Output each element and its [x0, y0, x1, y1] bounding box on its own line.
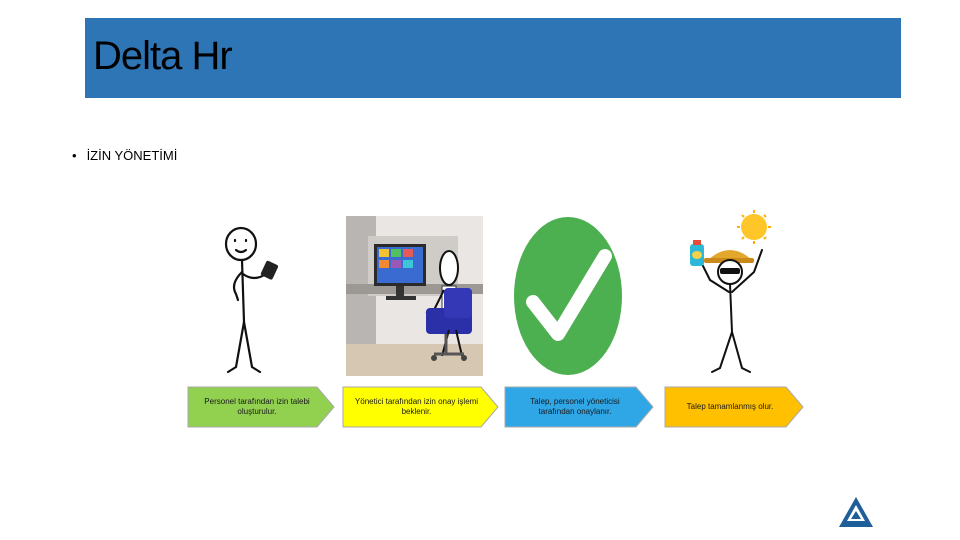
step-1-arrow: Personel tarafından izin talebi oluşturu… [187, 386, 335, 428]
step-2-shape [342, 386, 499, 428]
step-4-label: Talep tamamlanmış olur. [686, 402, 774, 411]
step-1-shape [187, 386, 335, 428]
step-2-label: Yönetici tarafından izin onay işlemi bek… [354, 397, 479, 416]
vacation-figure-illustration [690, 210, 771, 373]
step-2-arrow: Yönetici tarafından izin onay işlemi bek… [342, 386, 499, 428]
bullet-text: İZİN YÖNETİMİ [86, 148, 178, 163]
check-mark-icon [514, 217, 622, 375]
stick-figure-phone-illustration [224, 226, 279, 374]
step-4-shape [664, 386, 804, 428]
bullet-item: • İZİN YÖNETİMİ [72, 148, 177, 163]
step-1-label: Personel tarafından izin talebi oluşturu… [204, 397, 310, 416]
step-3-shape [504, 386, 654, 428]
delta-logo-icon [839, 497, 873, 527]
bullet-icon: • [72, 148, 77, 163]
title-bar: Delta Hr [85, 18, 901, 98]
page-title: Delta Hr [93, 34, 233, 78]
step-3-arrow: Talep, personel yöneticisi tarafından on… [504, 386, 654, 428]
step-3-label: Talep, personel yöneticisi tarafından on… [530, 397, 620, 416]
office-manager-illustration [346, 216, 483, 376]
step-4-arrow: Talep tamamlanmış olur. [664, 386, 804, 428]
